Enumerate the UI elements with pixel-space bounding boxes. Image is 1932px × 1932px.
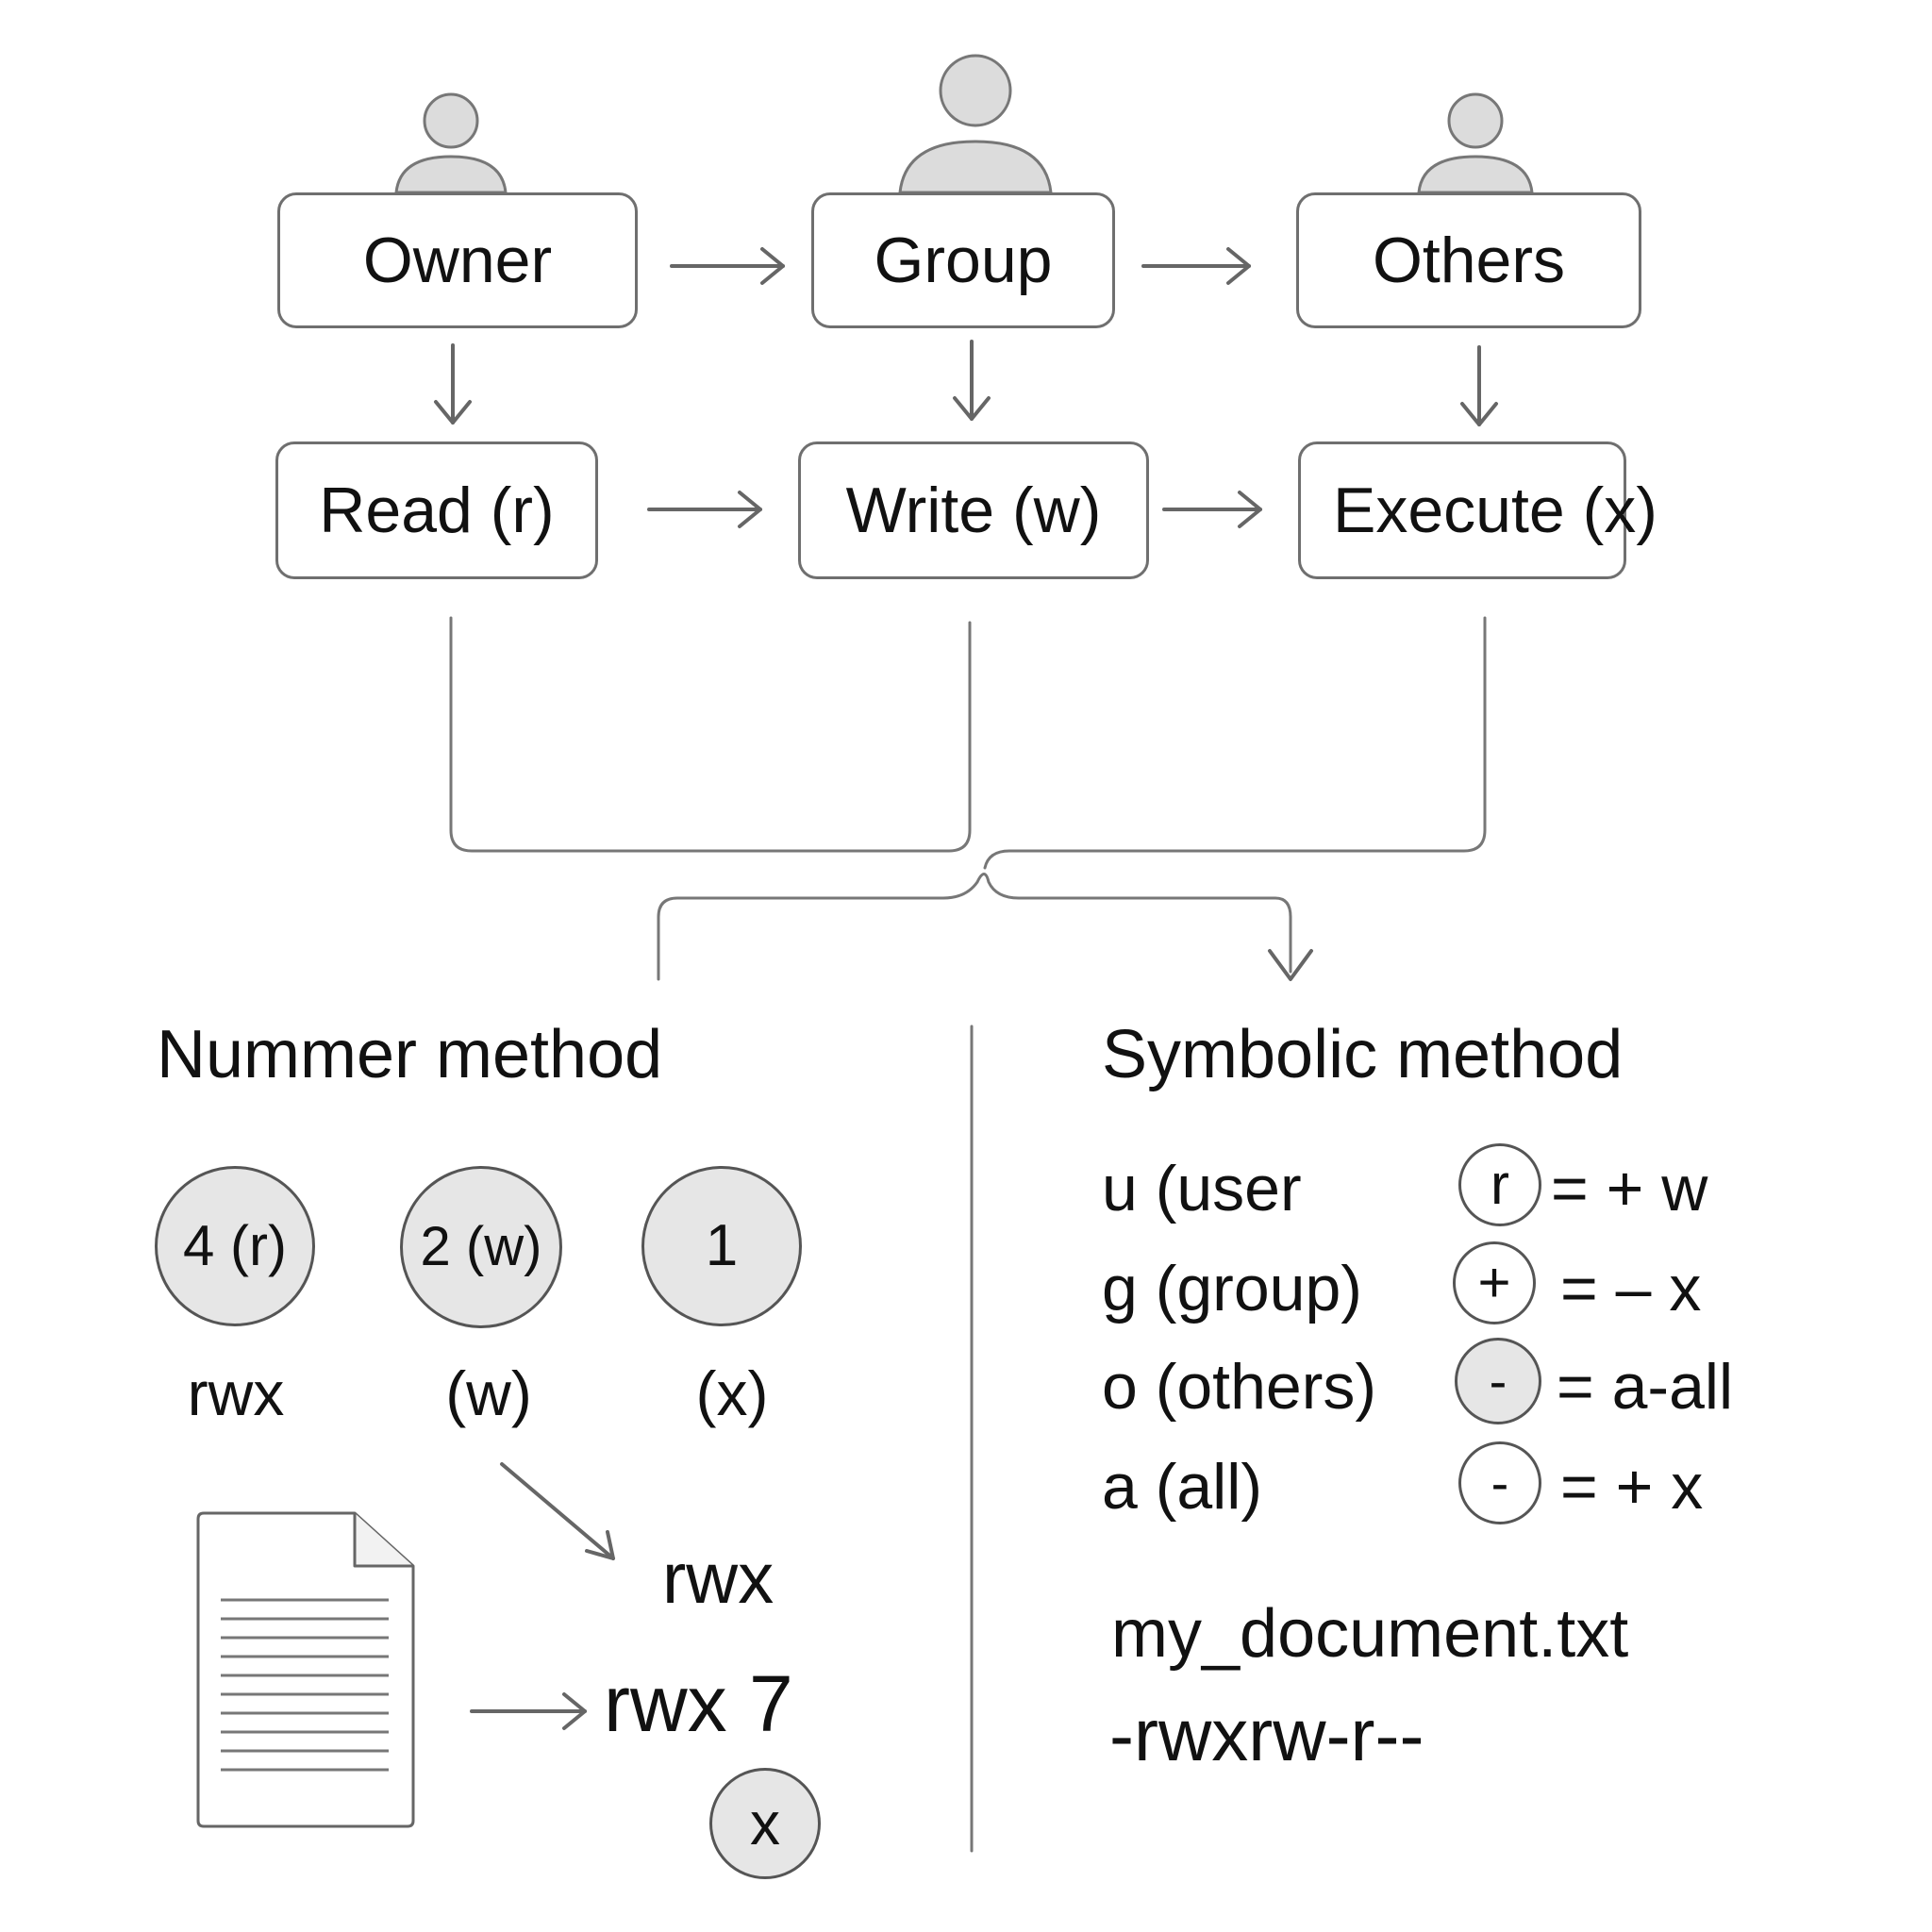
document-lines xyxy=(221,1598,389,1772)
merge-left xyxy=(449,616,972,853)
role-box-others: Others xyxy=(1296,192,1641,328)
numeric-result-rwx7: rwx 7 xyxy=(604,1659,793,1748)
role-label-group: Group xyxy=(874,225,1053,296)
symbolic-expr-others: = a-all xyxy=(1557,1351,1734,1423)
merge-right xyxy=(983,616,1487,870)
symbolic-who-all: a (all) xyxy=(1102,1451,1263,1523)
perm-label-write: Write (w) xyxy=(845,475,1102,546)
perm-box-write: Write (w) xyxy=(798,441,1149,579)
document-icon xyxy=(196,1511,415,1828)
symbolic-filename: my_document.txt xyxy=(1111,1596,1629,1672)
numeric-label-rwx: rwx xyxy=(187,1358,285,1428)
numeric-result-rwx: rwx xyxy=(662,1539,774,1619)
split-bracket xyxy=(657,873,1292,981)
symbolic-who-others: o (others) xyxy=(1102,1351,1376,1423)
role-box-group: Group xyxy=(811,192,1115,328)
perm-label-read: Read (r) xyxy=(319,475,555,546)
numeric-result-circle-x: x xyxy=(709,1768,821,1879)
perm-box-read: Read (r) xyxy=(275,441,598,579)
person-icon-group xyxy=(898,54,1053,194)
symbolic-who-user: u (user xyxy=(1102,1153,1302,1224)
numeric-label-x: (x) xyxy=(695,1358,769,1428)
perm-box-execute: Execute (x) xyxy=(1298,441,1657,579)
person-icon-others xyxy=(1417,92,1534,194)
person-icon-owner xyxy=(394,92,508,194)
symbolic-op-circle-plus: + xyxy=(1453,1241,1536,1324)
symbolic-who-group: g (group) xyxy=(1102,1253,1362,1324)
numeric-circle-2: 2 (w) xyxy=(400,1166,562,1328)
role-label-others: Others xyxy=(1372,225,1566,296)
symbolic-expr-user: = + w xyxy=(1551,1153,1708,1224)
arrow-to-rwx xyxy=(500,1462,615,1560)
symbolic-op-circle-r: r xyxy=(1458,1143,1541,1226)
symbolic-op-circle-minus-2: - xyxy=(1458,1441,1541,1524)
role-label-owner: Owner xyxy=(362,225,553,296)
numeric-circle-4: 4 (r) xyxy=(155,1166,315,1326)
symbolic-heading: Symbolic method xyxy=(1102,1017,1624,1092)
role-box-owner: Owner xyxy=(277,192,638,328)
symbolic-perm-string: -rwxrw-r-- xyxy=(1109,1693,1424,1776)
symbolic-expr-group: = – x xyxy=(1560,1253,1702,1324)
symbolic-expr-all: = + x xyxy=(1560,1451,1704,1523)
numeric-heading: Nummer method xyxy=(157,1017,663,1092)
numeric-label-w: (w) xyxy=(445,1358,532,1428)
numeric-circle-1: 1 xyxy=(641,1166,802,1326)
symbolic-op-circle-minus: - xyxy=(1455,1338,1541,1424)
perm-label-execute: Execute (x) xyxy=(1333,475,1657,546)
